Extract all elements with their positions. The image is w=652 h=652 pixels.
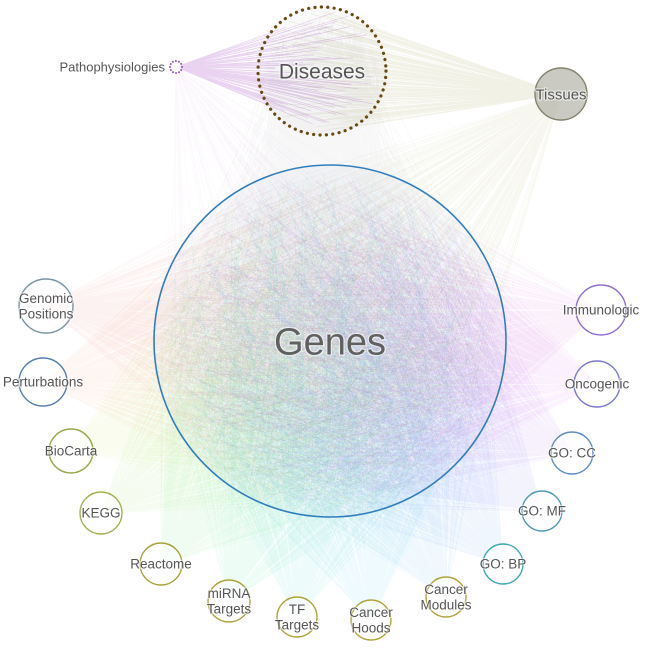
node-circle-pathophysiologies[interactable] (169, 60, 183, 74)
node-label-pathophysiologies: Pathophysiologies (59, 60, 165, 75)
edges-layer (42, 10, 602, 621)
edge-bundle-go_mf-genes (166, 176, 543, 512)
node-label-tissues: Tissues (535, 86, 586, 103)
node-circle-cancer_hoods[interactable] (350, 599, 392, 641)
edge-bundle-cancer_modules-genes (163, 172, 495, 598)
node-circle-diseases[interactable] (256, 5, 388, 137)
node-circle-tissues[interactable] (534, 67, 588, 121)
edge-bundle-immunologic-genes (169, 186, 602, 508)
node-label-go_bp: GO: BP (480, 557, 527, 572)
node-circle-go_cc[interactable] (550, 431, 594, 475)
node-label-biocarta: BioCarta (45, 444, 98, 459)
node-circle-mirna_targets[interactable] (207, 579, 251, 623)
node-circle-kegg[interactable] (79, 491, 123, 535)
node-circle-cancer_modules[interactable] (425, 576, 467, 618)
edge-bundle-mirna_targets-genes (163, 180, 487, 602)
node-circle-immunologic[interactable] (575, 284, 627, 336)
edge-bundle-oncogenic-genes (164, 176, 598, 501)
edge-bundle-go_bp-genes (165, 175, 504, 565)
node-label-go_mf: GO: MF (518, 504, 566, 519)
node-circle-biocarta[interactable] (48, 428, 94, 474)
nodes-layer (18, 5, 627, 641)
node-circle-go_mf[interactable] (521, 490, 563, 532)
node-label-kegg: KEGG (81, 506, 120, 521)
node-label-reactome: Reactome (130, 557, 192, 572)
node-circle-oncogenic[interactable] (573, 360, 621, 408)
node-circle-reactome[interactable] (139, 542, 183, 586)
labels-layer: Genes Diseases PathophysiologiesTissuesGen… (2, 58, 641, 637)
edge-bundle-tf_targets-genes (167, 175, 490, 618)
node-label-diseases: Diseases (279, 60, 365, 83)
edge-bundle-genomic_positions-genes (45, 175, 494, 500)
node-circle-go_bp[interactable] (482, 543, 524, 585)
edge-bundle-go_cc-genes (167, 177, 573, 502)
edge-bundle-diseases-genes (161, 14, 498, 511)
node-label-immunologic: Immunologic (563, 303, 640, 318)
edge-bundle-cancer_hoods-genes (169, 179, 499, 621)
node-circle-genomic_positions[interactable] (18, 278, 74, 334)
node-label-perturbations: Perturbations (3, 375, 84, 390)
node-label-oncogenic: Oncogenic (565, 377, 630, 392)
edge-bundle-pathophysiologies-genes (170, 66, 474, 488)
node-circle-genes[interactable] (153, 164, 507, 518)
edge-bundle-biocarta-genes (70, 178, 499, 503)
edge-bundle-kegg-genes (100, 185, 495, 514)
node-label-go_cc: GO: CC (548, 446, 596, 461)
node-label-genes: Genes (274, 321, 386, 363)
edge-bundle-reactome-genes (160, 174, 487, 565)
node-circle-tf_targets[interactable] (276, 596, 318, 638)
edge-bundle-tissues-diseases (261, 10, 562, 132)
edge-bundle-tissues-genes (169, 93, 562, 502)
node-circle-perturbations[interactable] (18, 357, 68, 407)
